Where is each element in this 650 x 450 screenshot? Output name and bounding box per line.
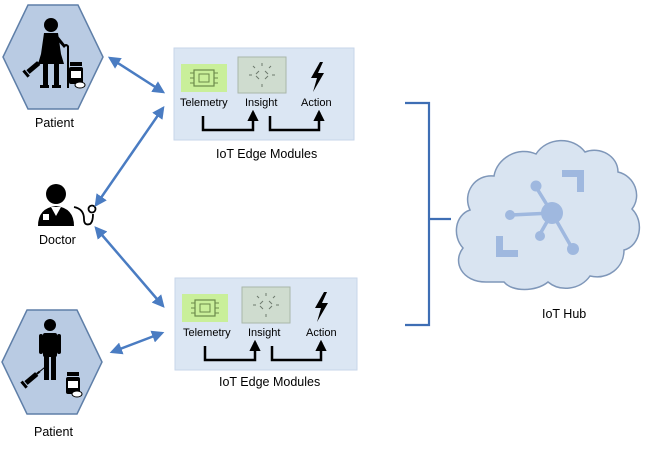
module-flow-top [201, 109, 325, 132]
pill-bottle-icon [66, 372, 83, 398]
syringe-icon [20, 367, 45, 389]
connection-arrows [94, 56, 166, 355]
edge-modules-caption-bottom: IoT Edge Modules [219, 375, 321, 389]
module-label-action: Action [301, 97, 332, 109]
stethoscope-icon [73, 204, 97, 226]
module-label-insight: Insight [245, 97, 278, 109]
person-icon [39, 319, 61, 380]
arrow-doctor-to-edge-bottom [94, 226, 165, 308]
syringe-icon [22, 56, 47, 78]
patient-bottom-node [1, 309, 103, 415]
arrow-patient-top-to-edge [107, 56, 166, 94]
iot-hub-icon [496, 170, 584, 257]
module-label-action: Action [306, 327, 337, 339]
edge-modules-caption-top: IoT Edge Modules [216, 147, 318, 161]
lightning-bolt-icon [311, 62, 324, 92]
person-with-cane-icon [38, 18, 69, 88]
doctor-icon [38, 184, 74, 226]
arrow-doctor-to-edge-top [94, 105, 165, 208]
arrow-patient-bottom-to-edge [109, 330, 165, 355]
chip-icon [181, 64, 227, 92]
module-flow-bottom [203, 339, 327, 362]
insight-icon [241, 286, 291, 324]
patient-top-label: Patient [35, 116, 74, 130]
module-label-insight: Insight [248, 327, 281, 339]
chip-icon [182, 294, 228, 322]
doctor-label: Doctor [39, 233, 76, 247]
patient-top-node [2, 4, 104, 110]
lightning-bolt-icon [315, 292, 328, 322]
insight-icon [237, 56, 287, 94]
iot-hub-label: IoT Hub [542, 307, 587, 321]
pill-bottle-icon [69, 62, 86, 89]
module-label-telemetry: Telemetry [180, 97, 228, 109]
edge-to-hub-bracket [405, 101, 451, 327]
patient-bottom-label: Patient [34, 425, 73, 439]
module-label-telemetry: Telemetry [183, 327, 231, 339]
